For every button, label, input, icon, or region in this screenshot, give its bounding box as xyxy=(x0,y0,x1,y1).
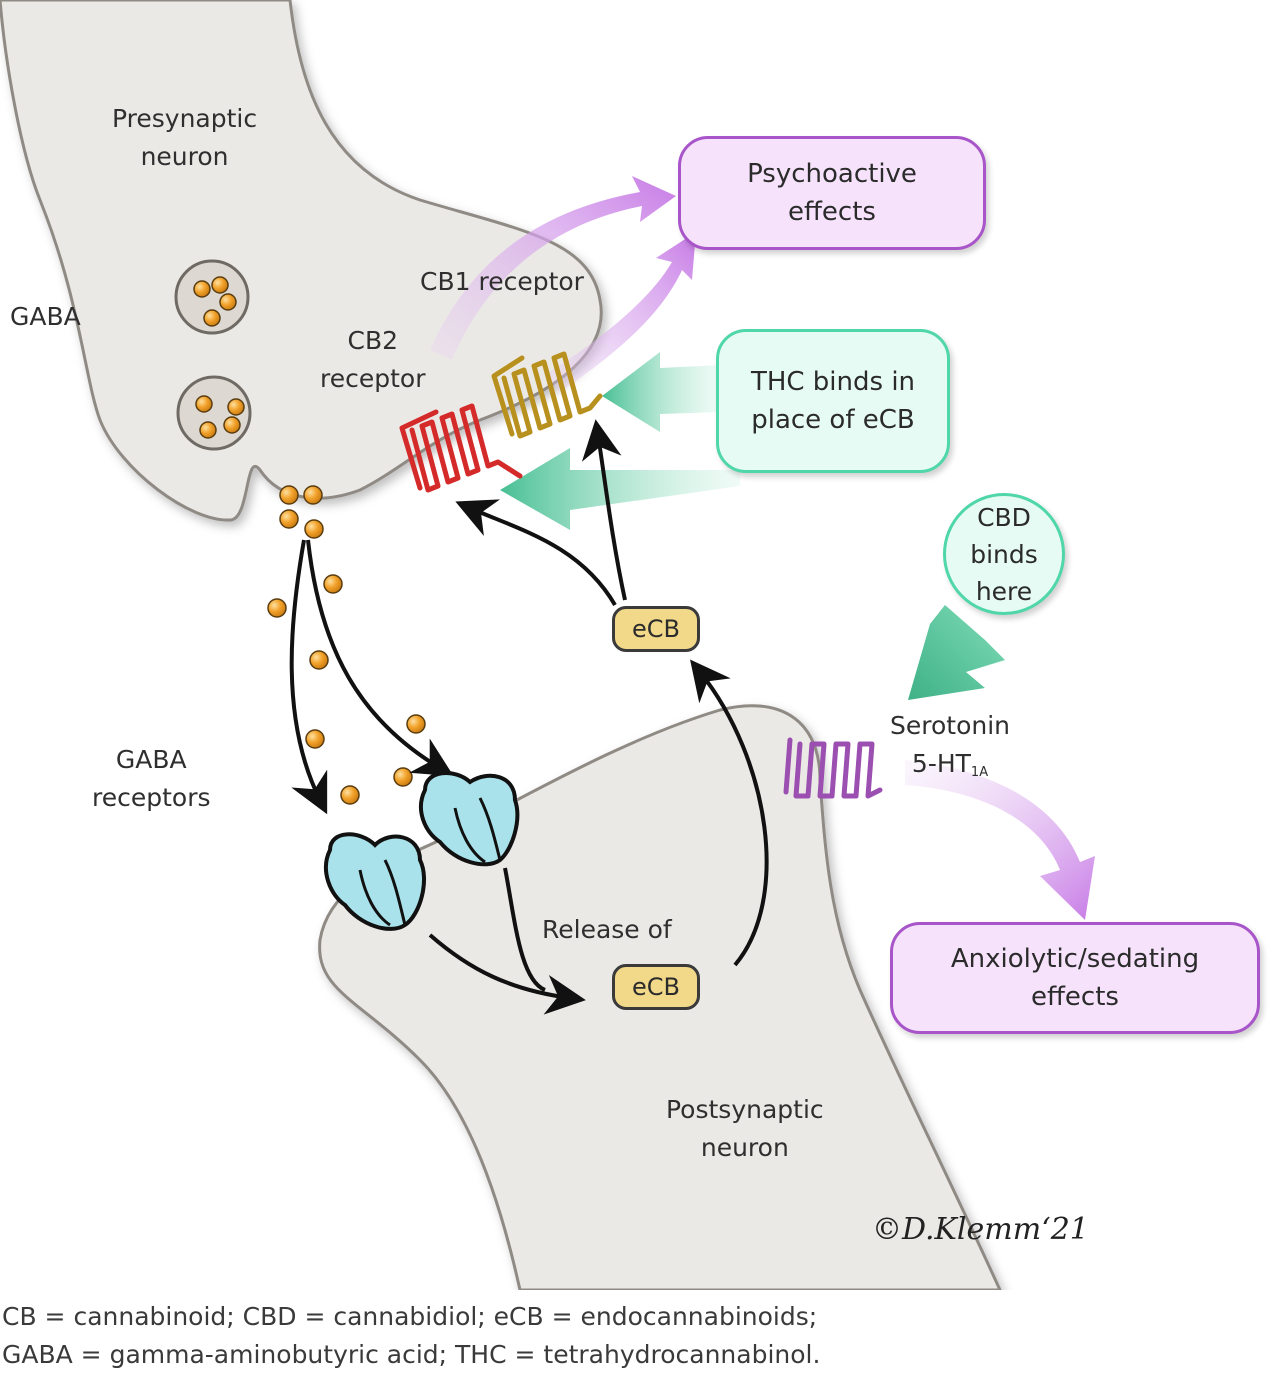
ecb-release-arrow xyxy=(503,867,546,992)
gaba-molecule xyxy=(303,485,323,505)
gaba-molecule xyxy=(267,598,287,618)
cb2-receptor-label: CB2 receptor xyxy=(320,326,426,393)
legend-line: GABA = gamma-aminobutyric acid; THC = te… xyxy=(2,1340,821,1369)
ecb-to-cb1-arrow xyxy=(581,419,627,601)
ecb-pill-lower: eCB xyxy=(612,964,700,1010)
gaba-molecule xyxy=(323,574,343,594)
gaba-molecule xyxy=(305,729,325,749)
gaba-arrow xyxy=(289,539,328,815)
gaba-molecule xyxy=(340,785,360,805)
thc-binds-box: THC binds in place of eCB xyxy=(716,329,950,473)
presynaptic-neuron-label: Presynaptic neuron xyxy=(112,104,258,171)
ecb-pill-upper: eCB xyxy=(612,606,700,652)
thc-arrow xyxy=(500,448,740,530)
gaba-arrow xyxy=(306,539,454,777)
gaba-receptor xyxy=(419,770,520,867)
gaba-molecule xyxy=(279,485,299,505)
thc-arrow xyxy=(602,352,720,432)
ecb-to-cb2-arrow xyxy=(455,499,617,607)
postsynaptic-neuron-label: Postsynaptic neuron xyxy=(666,1095,824,1162)
gaba-molecule xyxy=(393,767,413,787)
gaba-vesicle xyxy=(176,375,252,451)
psychoactive-arrow xyxy=(545,232,696,392)
serotonin-5ht1a-receptor xyxy=(783,737,883,799)
legend-line: CB = cannabinoid; CBD = cannabidiol; eCB… xyxy=(2,1302,818,1331)
gaba-receptors-label: GABA receptors xyxy=(92,745,211,812)
ecb-transport-arrow xyxy=(690,659,769,967)
cb2-receptor xyxy=(399,403,523,493)
ecb-release-arrow xyxy=(428,933,586,1015)
gaba-label: GABA xyxy=(10,302,81,331)
cb1-receptor xyxy=(491,351,603,439)
gaba-molecule xyxy=(279,509,299,529)
serotonin-label: Serotonin 5-HT1A xyxy=(890,711,1011,780)
anxiolytic-effects-box: Anxiolytic/sedating effects xyxy=(890,922,1260,1034)
psychoactive-arrow xyxy=(430,176,676,360)
release-of-label: Release of xyxy=(542,915,672,944)
gaba-molecules xyxy=(267,485,426,805)
anxiolytic-arrow xyxy=(905,760,1095,920)
gaba-molecule xyxy=(309,650,329,670)
cbd-arrow xyxy=(908,605,1005,700)
presynaptic-neuron xyxy=(0,0,603,522)
psychoactive-effects-box: Psychoactive effects xyxy=(678,136,986,250)
gaba-vesicle xyxy=(174,259,250,335)
abbreviations-legend: CB = cannabinoid; CBD = cannabidiol; eCB… xyxy=(2,1298,820,1374)
cbd-binds-here-circle: CBD binds here xyxy=(943,493,1065,615)
gaba-molecule xyxy=(304,519,324,539)
gaba-receptor xyxy=(324,832,426,931)
cb1-receptor-label: CB1 receptor xyxy=(420,267,584,296)
copyright-signature: ©D.Klemm‘21 xyxy=(872,1212,1089,1247)
gaba-molecule xyxy=(406,714,426,734)
